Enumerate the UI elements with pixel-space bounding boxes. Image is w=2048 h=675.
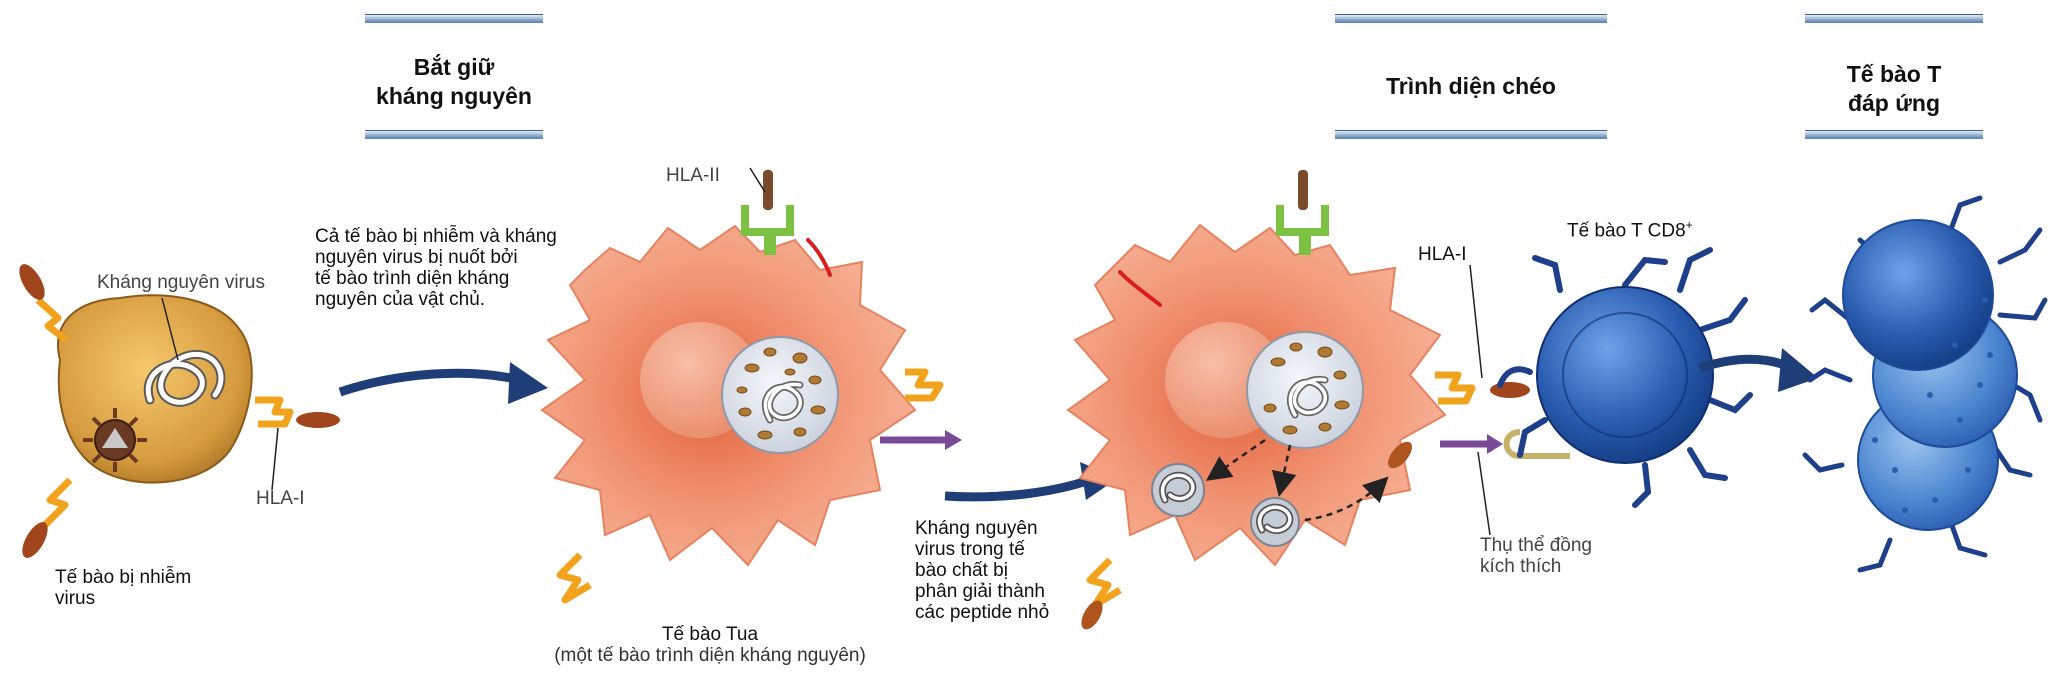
- label-viral-antigen: Kháng nguyên virus: [97, 272, 265, 293]
- responding-t-cells: [1802, 195, 2048, 573]
- hla-i-receptor-icon: [556, 552, 592, 604]
- viral-antigen-coil-icon: [145, 351, 224, 405]
- header-capture-line1: Bắt giữ: [413, 54, 495, 80]
- dendritic-cell-2: [1066, 170, 1570, 630]
- header-bar-bottom: [1335, 130, 1607, 139]
- virus-particle-icon: [83, 408, 147, 472]
- header-bar-bottom: [1805, 130, 1983, 139]
- header-bar-bottom: [365, 130, 543, 139]
- hla-ii-receptor-icon: [1276, 170, 1329, 255]
- hla-i-receptor-icon: [19, 264, 69, 343]
- hla-i-receptor-icon: [1435, 371, 1530, 405]
- label-infected-cell: Tế bào bị nhiễm virus: [55, 567, 192, 609]
- label-dendritic-cell: Tế bào Tua (một tế bào trình diện kháng …: [554, 624, 866, 666]
- label-hla-ii: HLA-II: [666, 165, 720, 186]
- label-engulf-note: Cả tế bào bị nhiễm và kháng nguyên virus…: [315, 226, 557, 310]
- flow-arrow-3: [1698, 348, 1818, 392]
- hla-i-receptor-icon: [905, 368, 944, 402]
- header-capture-line2: kháng nguyên: [376, 83, 532, 109]
- cd8-superscript: +: [1685, 218, 1693, 232]
- hla-i-receptor-icon: [22, 477, 73, 558]
- hla-ii-receptor-icon: [741, 170, 794, 255]
- hla-i-receptor-icon: [255, 396, 340, 428]
- hla-i-receptor-icon: [1081, 557, 1122, 630]
- costimulatory-molecule-icon: [880, 430, 962, 450]
- flow-arrow-1: [338, 362, 548, 404]
- header-tcell-line2: đáp ứng: [1847, 90, 1941, 116]
- costimulatory-molecule-icon: [1440, 429, 1570, 459]
- degraded-antigen-fragments: [736, 347, 826, 440]
- label-hla-i-left: HLA-I: [256, 488, 305, 509]
- header-cross-line1: Trình diện chéo: [1386, 73, 1556, 99]
- dendritic-cell-1: [540, 167, 962, 604]
- header-responding-t-cell: Tế bào T đáp ứng: [1790, 60, 1998, 118]
- header-tcell-line1: Tế bào T: [1846, 61, 1942, 87]
- header-capture: Bắt giữ kháng nguyên: [340, 53, 568, 111]
- cd8-t-cell: [1497, 247, 1753, 508]
- label-degrade-note: Kháng nguyên virus trong tế bào chất bị …: [915, 518, 1050, 623]
- infected-cell: [19, 264, 340, 558]
- header-bar-top: [1335, 14, 1607, 23]
- label-cd8-t-cell: Tế bào T CD8+: [1567, 218, 1693, 242]
- label-hla-i-right: HLA-I: [1418, 244, 1467, 265]
- header-bar-top: [1805, 14, 1983, 23]
- label-costimulatory-receptor: Thụ thể đồng kích thích: [1480, 535, 1592, 577]
- header-bar-top: [365, 14, 543, 23]
- header-cross-presentation: Trình diện chéo: [1335, 72, 1607, 101]
